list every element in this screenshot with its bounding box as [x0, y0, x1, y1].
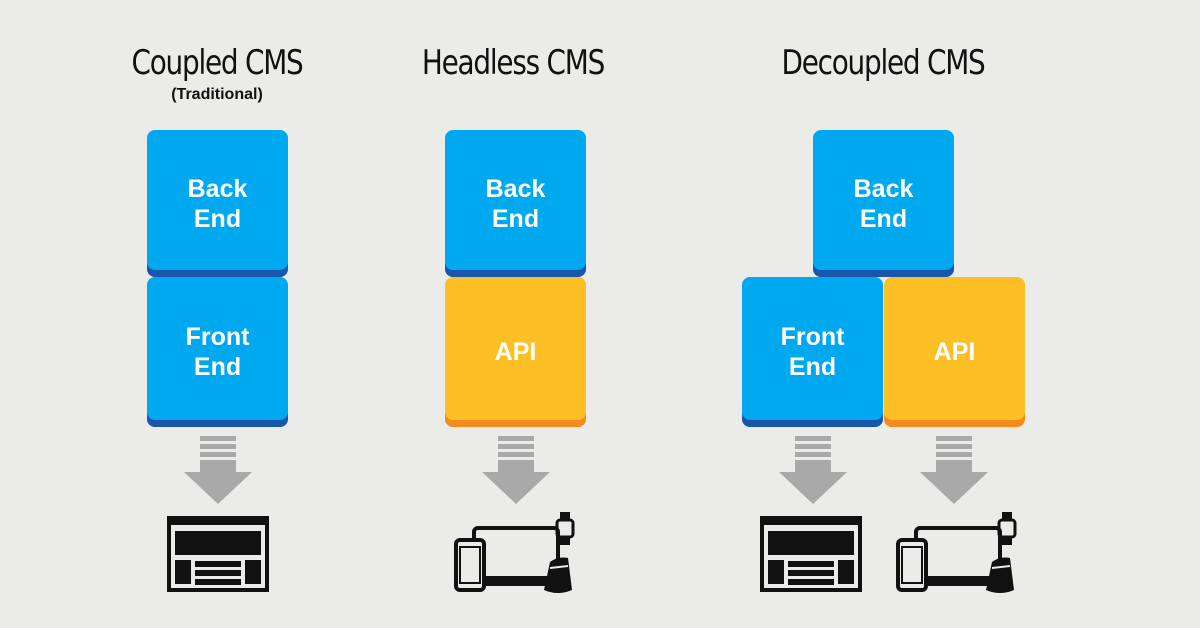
- decoupled-multi-device-icon: [896, 512, 1017, 593]
- headless-multi-device-icon: [454, 512, 575, 593]
- coupled-back-end-block: Back End: [147, 130, 288, 277]
- decoupled-api-down-arrow-icon: [920, 436, 988, 504]
- decoupled-front-end-block: Front End: [742, 277, 883, 427]
- decoupled-back-end-block: Back End: [813, 130, 954, 277]
- decoupled-back-end-label: Back End: [853, 174, 914, 233]
- decoupled-cms-title: Decoupled CMS: [781, 43, 985, 83]
- headless-api-label: API: [494, 338, 537, 366]
- coupled-down-arrow-icon: [184, 436, 252, 504]
- decoupled-api-label: API: [933, 338, 976, 366]
- decoupled-api-block: API: [884, 277, 1025, 427]
- headless-down-arrow-icon: [482, 436, 550, 504]
- headless-cms-title: Headless CMS: [421, 43, 605, 83]
- decoupled-front-end-label: Front End: [780, 323, 845, 381]
- coupled-back-end-label: Back End: [187, 174, 248, 233]
- coupled-front-end-block: Front End: [147, 277, 288, 427]
- coupled-front-end-label: Front End: [185, 323, 250, 381]
- headless-back-end-label: Back End: [485, 174, 546, 233]
- decoupled-front-down-arrow-icon: [779, 436, 847, 504]
- headless-api-block: API: [445, 277, 586, 427]
- decoupled-website-layout-icon: [760, 516, 862, 592]
- coupled-website-layout-icon: [167, 516, 269, 592]
- coupled-cms-subtitle: (Traditional): [171, 86, 263, 103]
- coupled-cms-title: Coupled CMS: [131, 43, 303, 83]
- headless-back-end-block: Back End: [445, 130, 586, 277]
